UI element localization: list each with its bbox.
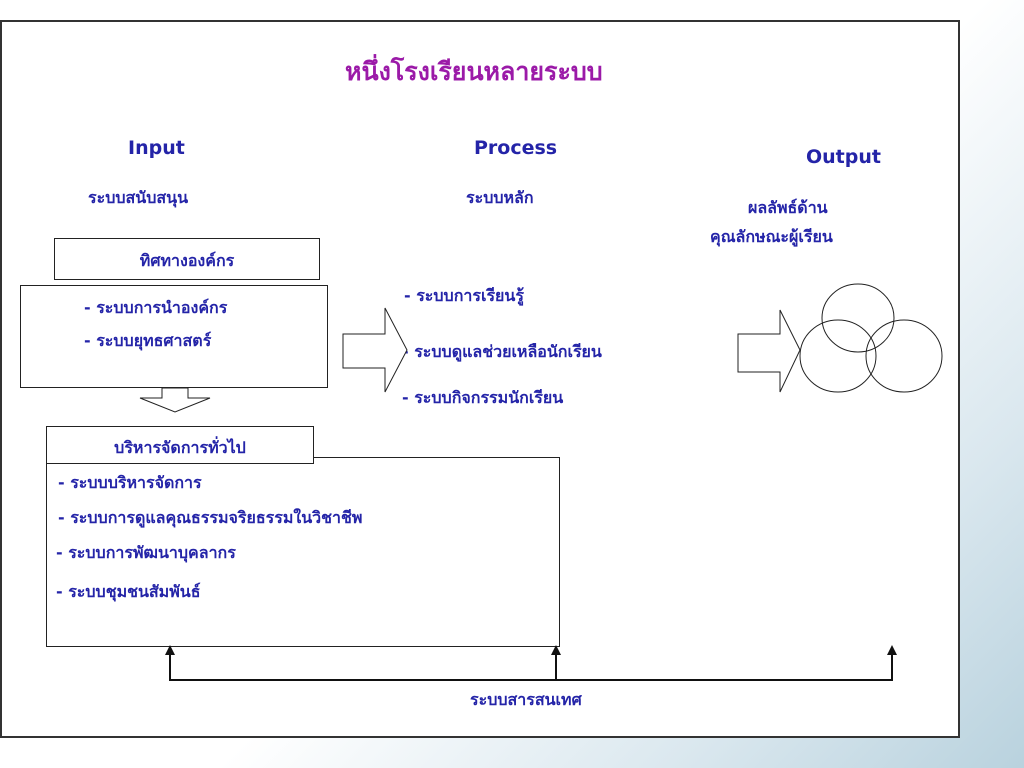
management-label: บริหารจัดการทั่วไป	[114, 438, 246, 457]
input-heading: Input	[128, 137, 185, 159]
direction-item: - ระบบยุทธศาสตร์	[84, 331, 212, 350]
management-label-box: บริหารจัดการทั่วไป	[46, 426, 314, 464]
process-heading: Process	[474, 137, 558, 159]
management-item: - ระบบบริหารจัดการ	[58, 473, 202, 492]
output-heading: Output	[806, 146, 881, 168]
direction-item: - ระบบการนำองค์กร	[84, 298, 228, 317]
core-system-item: - ระบบกิจกรรมนักเรียน	[402, 388, 564, 407]
information-system-label: ระบบสารสนเทศ	[470, 690, 582, 709]
direction-label: ทิศทางองค์กร	[139, 251, 235, 270]
management-item: - ระบบชุมชนสัมพันธ์	[56, 582, 201, 601]
right-arrow-output	[737, 309, 801, 393]
output-circle-top	[821, 283, 895, 353]
diagram-title: หนึ่งโรงเรียนหลายระบบ	[345, 57, 603, 86]
down-arrow	[139, 387, 211, 413]
output-subheading-line2: คุณลักษณะผู้เรียน	[710, 227, 833, 246]
output-subheading-line1: ผลลัพธ์ด้าน	[748, 198, 828, 217]
right-arrow-input	[342, 307, 408, 393]
feedback-line	[169, 652, 893, 681]
output-circle-right	[865, 319, 943, 393]
up-arrowhead	[887, 645, 897, 655]
management-item: - ระบบการดูแลคุณธรรมจริยธรรมในวิชาชีพ	[58, 508, 363, 527]
input-subheading: ระบบสนับสนุน	[88, 188, 188, 207]
management-content-box	[46, 457, 560, 647]
up-arrowhead	[165, 645, 175, 655]
up-arrowhead	[551, 645, 561, 655]
direction-label-box: ทิศทางองค์กร	[54, 238, 320, 280]
core-system-item: - ระบบการเรียนรู้	[404, 286, 524, 305]
management-item: - ระบบการพัฒนาบุคลากร	[56, 543, 236, 562]
process-subheading: ระบบหลัก	[466, 188, 534, 207]
core-system-item: - ระบบดูแลช่วยเหลือนักเรียน	[402, 342, 602, 361]
output-circle-left	[799, 319, 877, 393]
